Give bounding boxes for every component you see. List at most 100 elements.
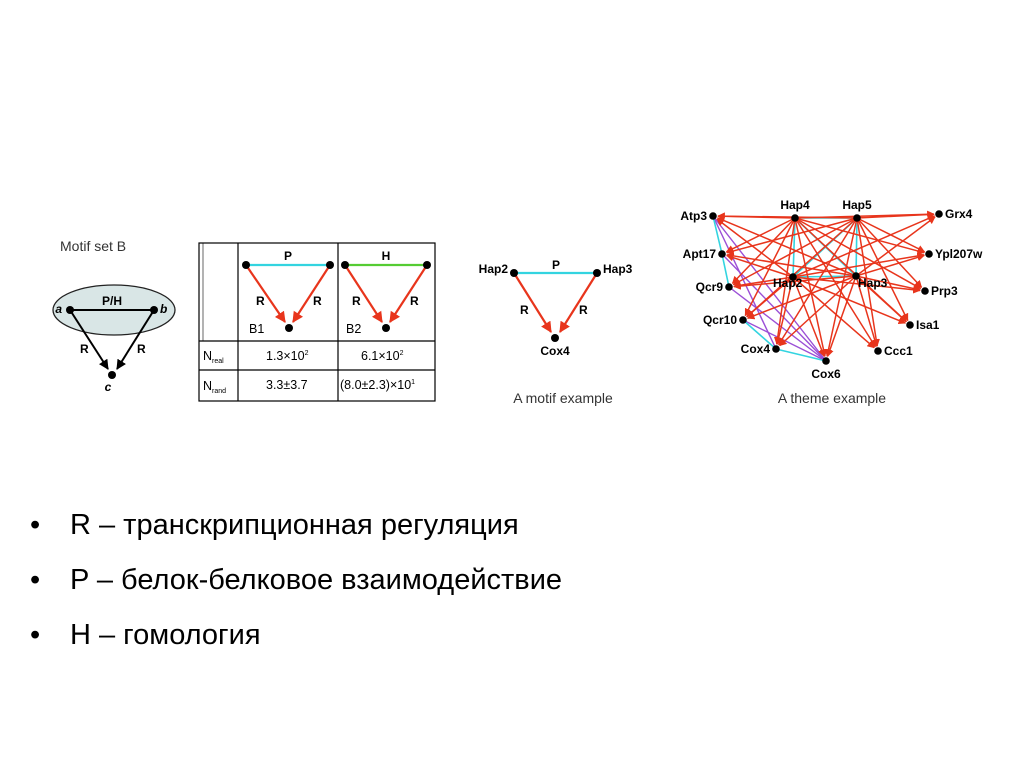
edge-hap5-isa1 (856, 217, 909, 322)
motif-b1: P R R B1 (242, 249, 334, 336)
node-hap2 (789, 273, 797, 281)
node-label-apt17: Apt17 (683, 247, 717, 261)
edge-label-ph: P/H (102, 294, 122, 308)
legend-bullets: •R – транскрипционная регуляция •P – бел… (30, 498, 562, 663)
edge-hap3-qcr10 (746, 275, 857, 320)
edge-label-p: P (552, 258, 560, 272)
edge-hap5-apt17 (726, 217, 858, 255)
theme-edges (712, 210, 936, 362)
node-label-cox4: Cox4 (741, 342, 771, 356)
node-hap4 (791, 214, 799, 222)
node-b (150, 306, 158, 314)
node-qcr10 (739, 316, 747, 324)
b2-edge-h: H (382, 249, 391, 263)
node-hap2: Hap2 (479, 262, 509, 276)
svg-text:Nrand: Nrand (203, 379, 226, 395)
edge-b-c (116, 309, 155, 370)
edge-qcr9-cox6 (728, 286, 827, 362)
node-label-a: a (55, 302, 62, 316)
node-label-c: c (105, 380, 112, 394)
b1-edge-r-left: R (256, 294, 265, 308)
edge-hap4-qcr9 (731, 217, 796, 284)
node-isa1 (906, 321, 914, 329)
svg-text:6.1×102: 6.1×102 (361, 349, 404, 363)
edge-qcr10-cox4 (742, 319, 777, 350)
node-hap3: Hap3 (603, 262, 633, 276)
node-label-isa1: Isa1 (916, 318, 940, 332)
node-atp3 (709, 212, 717, 220)
edge-label-r-left: R (80, 342, 89, 356)
edge-hap4-ccc1 (794, 217, 876, 348)
node-label-ccc1: Ccc1 (884, 344, 913, 358)
node-cox6 (822, 357, 830, 365)
edge-hap2-grx4 (792, 215, 936, 278)
bullet-h: •H – гомология (30, 619, 261, 651)
edge-hap5-hap3 (855, 217, 858, 277)
svg-text:(8.0±2.3)×101: (8.0±2.3)×101 (340, 378, 415, 392)
edge-hap2-ccc1 (792, 276, 875, 349)
edge-atp3-cox6 (712, 215, 827, 362)
table-row-nreal: Nreal 1.3×102 6.1×102 (203, 349, 404, 365)
node-cox4: Cox4 (540, 344, 570, 358)
b1-name: B1 (249, 322, 264, 336)
edge-atp3-apt17 (712, 215, 723, 255)
edge-hap3-isa1 (855, 275, 907, 323)
b1-edge-r-right: R (313, 294, 322, 308)
b2-name: B2 (346, 322, 361, 336)
node-label-hap4: Hap4 (780, 198, 810, 212)
node-grx4 (935, 210, 943, 218)
edge-hap3-qcr9 (733, 275, 857, 290)
edge-hap3-cox6 (826, 275, 857, 357)
edge-hap2-isa1 (792, 276, 907, 325)
b1-edge-p: P (284, 249, 292, 263)
bullet-p: •P – белок-белковое взаимодействие (30, 564, 563, 596)
edge-hap2-atp3 (716, 218, 794, 278)
edge-hap4-cox6 (794, 217, 828, 357)
table-row-nrand: Nrand 3.3±3.7 (8.0±2.3)×101 (203, 378, 415, 395)
edge-hap2-qcr10 (746, 276, 794, 318)
node-label-grx4: Grx4 (945, 207, 973, 221)
figure: Motif set B P/H a b c R R P R (52, 198, 983, 406)
node-prp3 (921, 287, 929, 295)
edge-hap5-cox4 (777, 217, 858, 346)
node-c (108, 371, 116, 379)
edge-hap2-ypl207w (792, 252, 925, 278)
node-cox4 (772, 345, 780, 353)
edge-hap3-prp3 (855, 275, 921, 293)
node-label-prp3: Prp3 (931, 284, 958, 298)
edge-hap2-cox6 (792, 276, 826, 358)
node-label-b: b (160, 302, 167, 316)
node-hap5 (853, 214, 861, 222)
node-ccc1 (874, 347, 882, 355)
motif-b2: H R R B2 (341, 249, 431, 336)
node-label-qcr9: Qcr9 (696, 280, 724, 294)
edge-hap4-prp3 (794, 217, 922, 290)
edge-atp3-cox4 (712, 215, 777, 350)
edge-hap5-grx4 (856, 210, 935, 219)
edge-cox4-cox6 (775, 348, 827, 362)
node-label-hap3: Hap3 (858, 276, 888, 290)
edge-a-c (69, 309, 109, 370)
edge-label-r-right: R (137, 342, 146, 356)
node-a (66, 306, 74, 314)
bullet-r: •R – транскрипционная регуляция (30, 509, 519, 541)
edge-apt17-qcr9 (721, 253, 730, 288)
edge-hap2-apt17 (726, 254, 794, 278)
node-qcr9 (725, 283, 733, 291)
edge-hap2-qcr9 (733, 276, 794, 289)
edge-label-r-right: R (579, 303, 588, 317)
edge-hap4-apt17 (725, 217, 796, 253)
edge-hap3-ccc1 (855, 275, 879, 347)
motif-example-caption: A motif example (513, 390, 613, 406)
svg-text:1.3×102: 1.3×102 (266, 349, 309, 363)
node-label-atp3: Atp3 (680, 209, 707, 223)
motif-set-b: Motif set B P/H a b c R R (52, 238, 176, 394)
edge-hap3-atp3 (716, 217, 857, 277)
edge-hap3-ypl207w (855, 253, 925, 277)
motif-set-title: Motif set B (60, 238, 126, 254)
b2-edge-r-right: R (410, 294, 419, 308)
svg-text:3.3±3.7: 3.3±3.7 (266, 378, 308, 392)
b2-edge-r-left: R (352, 294, 361, 308)
